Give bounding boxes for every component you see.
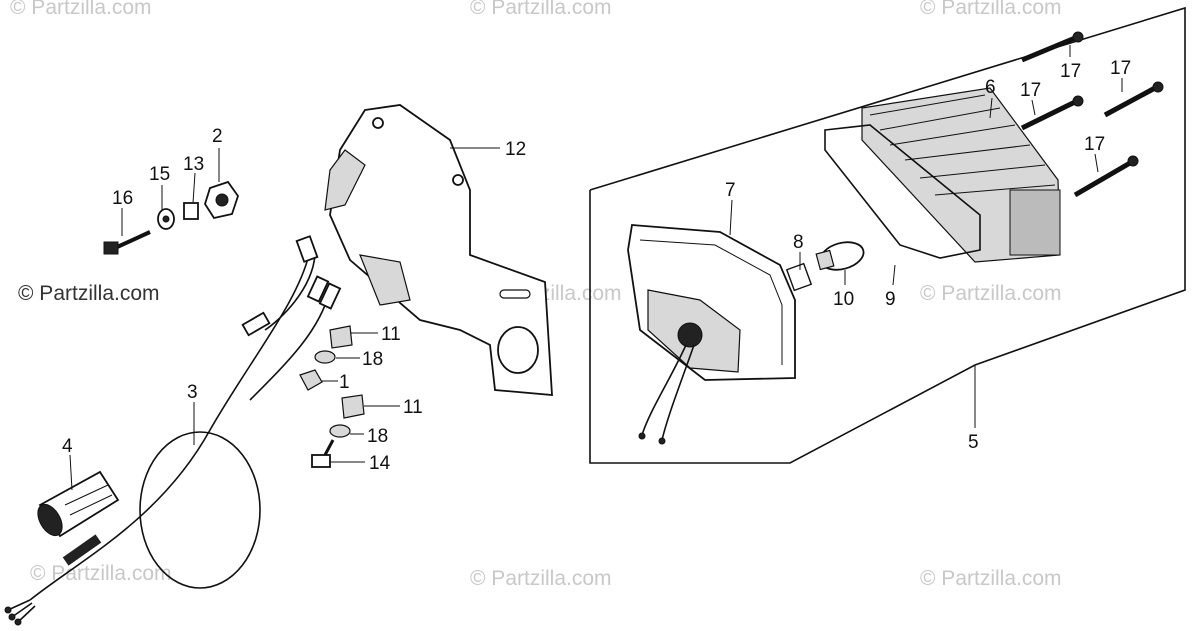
- part-2-nut: [204, 180, 239, 220]
- part-12-bracket: [324, 104, 553, 396]
- callout-17-a: 17: [1060, 61, 1081, 82]
- callout-6: 6: [985, 77, 996, 98]
- part-3-wire-harness: [4, 235, 342, 626]
- callout-17-c: 17: [1110, 58, 1131, 79]
- callout-17-d: 17: [1084, 134, 1105, 155]
- part-9-gasket: [824, 124, 981, 259]
- part-13-collar: [183, 202, 199, 220]
- part-15-washer: [157, 208, 175, 230]
- watermark-top-right: © Partzilla.com: [920, 0, 1062, 19]
- callout-14: 14: [369, 453, 391, 474]
- callout-13: 13: [183, 154, 204, 175]
- callout-2: 2: [212, 126, 223, 147]
- part-6-lens: [861, 87, 1061, 263]
- callout-15: 15: [149, 164, 170, 185]
- callout-8: 8: [793, 232, 804, 253]
- callout-11-upper: 11: [381, 324, 401, 345]
- part-17-screws: [1020, 31, 1164, 198]
- part-7-base: [627, 224, 796, 445]
- callout-5: 5: [968, 432, 979, 453]
- callout-11-lower: 11: [403, 397, 423, 418]
- callout-7: 7: [725, 180, 736, 201]
- callout-18-upper: 18: [362, 349, 383, 370]
- part-10-bulb: [815, 241, 865, 271]
- part-18-washer-upper: [314, 350, 336, 364]
- part-1-nut: [299, 369, 323, 391]
- callout-3: 3: [187, 382, 198, 403]
- part-18-washer-lower: [329, 424, 351, 438]
- watermark-bottom-right: © Partzilla.com: [920, 567, 1062, 590]
- watermark-bottom-center: © Partzilla.com: [470, 567, 612, 590]
- callout-18-lower: 18: [367, 426, 388, 447]
- part-14-bolt: [311, 439, 335, 468]
- watermark-bottom-left: © Partzilla.com: [30, 562, 172, 585]
- callout-1: 1: [339, 372, 350, 393]
- callout-16: 16: [112, 188, 133, 209]
- part-11-clip-upper: [329, 325, 353, 349]
- callout-17-b: 17: [1020, 80, 1041, 101]
- callout-4: 4: [62, 436, 73, 457]
- callout-12: 12: [505, 139, 526, 160]
- callout-labels: 12 16 15 13 2 11 18 1 11 18 14 3 4 5 6 7…: [62, 58, 1131, 474]
- part-16-bolt: [103, 230, 151, 255]
- watermark-main: © Partzilla.com: [18, 282, 160, 305]
- watermark-top-left: © Partzilla.com: [10, 0, 152, 19]
- callout-10: 10: [833, 289, 854, 310]
- watermark-top-center: © Partzilla.com: [470, 0, 612, 19]
- callout-9: 9: [885, 289, 896, 310]
- leader-lines: [69, 45, 1123, 491]
- part-8-bulb-socket: [785, 262, 813, 292]
- watermark-mid-right: © Partzilla.com: [920, 282, 1062, 305]
- part-11-clip-lower: [341, 394, 365, 419]
- part-4-tube: [37, 470, 120, 538]
